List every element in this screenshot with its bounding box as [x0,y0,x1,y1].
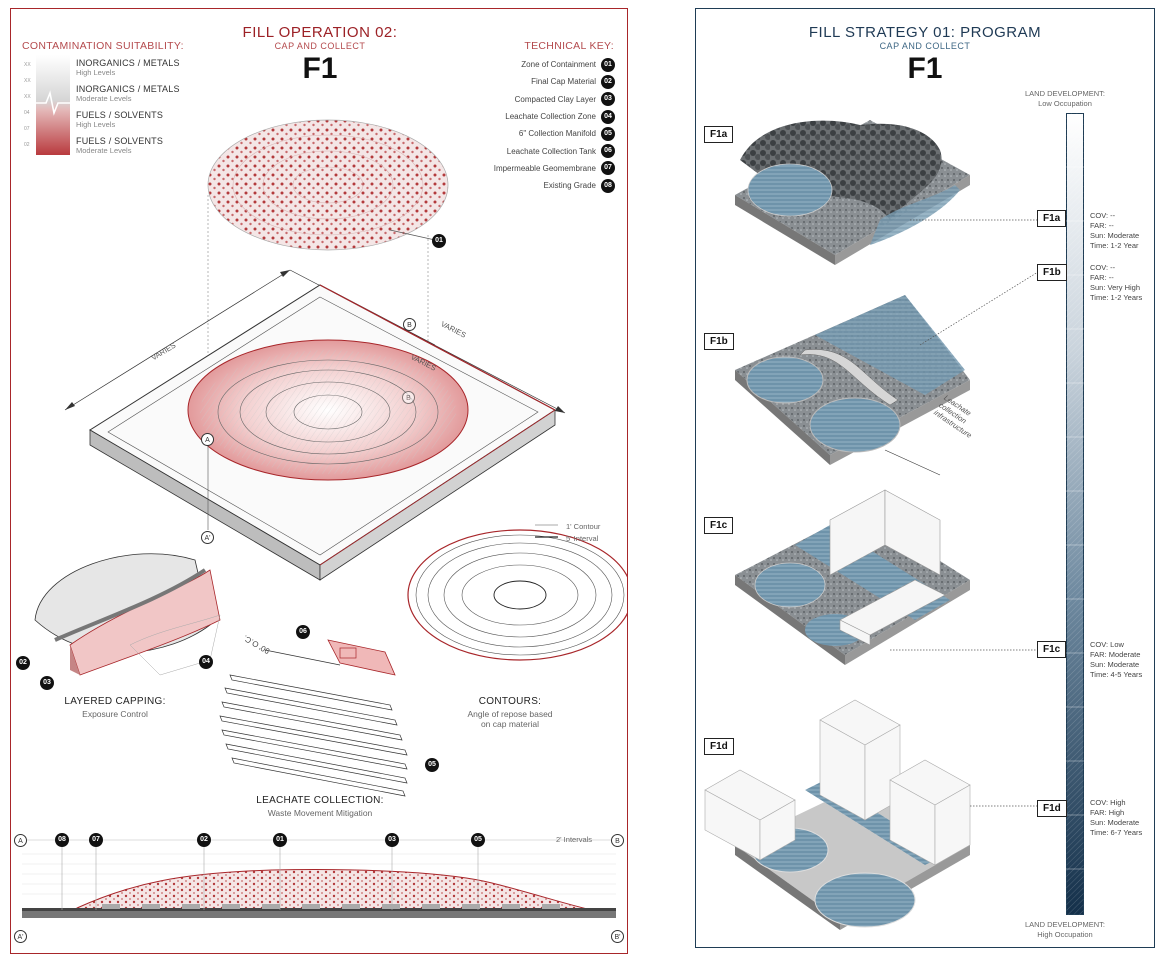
layered-capping-diagram [34,553,221,676]
stage-f1c-model [735,489,970,665]
section-callout: 08 [55,833,69,847]
suitability-list: INORGANICS / METALS High Levels INORGANI… [76,58,206,162]
right-title: FILL STRATEGY 01: PROGRAM [808,24,1042,41]
stage-f1a-model [735,120,970,265]
section-end-a: A [14,834,27,847]
cap-mound [187,339,469,481]
suitability-gradient-bar [36,55,70,155]
callout-03: 03 [40,676,54,690]
bar-marker-f1a: F1a [1037,210,1067,227]
layered-capping-subtitle: Exposure Control [82,709,148,719]
key-number: 03 [601,92,615,107]
key-number: 05 [601,126,615,141]
cross-section [22,839,616,918]
suitability-item: INORGANICS / METALS High Levels [76,58,180,77]
stage-label-f1b: F1b [704,333,734,350]
tick-label: XX [24,78,31,84]
stage-label-f1d: F1d [704,738,734,755]
section-marker-a-prime: A' [201,531,214,544]
section-end-a-prime: A' [14,930,27,943]
suitability-item: FUELS / SOLVENTS Moderate Levels [76,136,164,155]
suitability-item: FUELS / SOLVENTS High Levels [76,110,164,129]
bar-marker-f1b: F1b [1037,264,1067,281]
section-marker-b: B [403,318,416,331]
suitability-item: INORGANICS / METALS Moderate Levels [76,84,180,103]
left-subtitle: CAP AND COLLECT [274,41,366,51]
stage-f1d-model [704,699,971,930]
section-end-b: B [611,834,624,847]
tick-label: 02 [24,142,30,148]
section-callout: 07 [89,833,103,847]
section-callout: 02 [197,833,211,847]
leachate-title: LEACHATE COLLECTION: [256,795,384,806]
technical-key-header: TECHNICAL KEY: [524,40,614,52]
collection-manifolds [219,674,408,797]
collection-tank [327,639,396,676]
key-number: 02 [601,74,615,89]
section-marker-a: A [201,433,214,446]
contour-legend-5ft: 5' Interval [566,534,599,543]
suitability-ticks: XX XX XX 04 07 02 [24,57,31,153]
tick-label: XX [24,62,31,68]
suitability-header: CONTAMINATION SUITABILITY: [22,40,184,52]
bar-marker-f1c: F1c [1037,641,1067,658]
right-panel [695,8,1155,948]
section-marker-b: B [402,391,415,404]
contours-title: CONTOURS: [478,696,542,707]
callout-05: 05 [425,758,439,772]
section-callout: 03 [385,833,399,847]
key-number: 01 [601,57,615,72]
bar-bottom-label: LAND DEVELOPMENT: High Occupation [1024,920,1106,939]
tick-label: 07 [24,126,30,132]
key-number: 07 [601,161,615,176]
key-number: 06 [601,144,615,159]
isometric-drawing [34,119,628,797]
bar-marker-f1d: F1d [1037,800,1067,817]
callout-04: 04 [199,655,213,669]
land-development-bar [1066,113,1084,915]
tick-label: 04 [24,110,30,116]
program-stages [704,120,1039,930]
left-id: F1 [302,52,338,85]
callout-02: 02 [16,656,30,670]
right-id: F1 [907,52,943,85]
contour-legend-1ft: 1' Contour [566,522,601,531]
callout-06: 06 [296,625,310,639]
contours-subtitle-line2: on cap material [480,719,540,729]
contours-subtitle-line1: Angle of repose based [467,709,553,719]
section-end-b-prime: B' [611,930,624,943]
containment-zone [207,119,449,251]
callout-01: 01 [432,234,446,248]
leachate-subtitle: Waste Movement Mitigation [267,808,373,818]
section-callout: 01 [273,833,287,847]
stage-f1b-model [735,295,970,465]
key-number: 04 [601,109,615,124]
section-callout: 05 [471,833,485,847]
section-intervals: 2' Intervals [556,835,593,844]
contours-diagram [407,529,628,661]
stage-label-f1c: F1c [704,517,734,534]
right-subtitle: CAP AND COLLECT [879,41,971,51]
left-panel [10,8,628,954]
stage-label-f1a: F1a [704,126,734,143]
layered-capping-title: LAYERED CAPPING: [64,696,166,707]
tick-label: XX [24,94,31,100]
key-number: 08 [601,178,615,193]
bar-top-label: LAND DEVELOPMENT: Low Occupation [1024,89,1106,108]
left-title: FILL OPERATION 02: [242,24,398,41]
